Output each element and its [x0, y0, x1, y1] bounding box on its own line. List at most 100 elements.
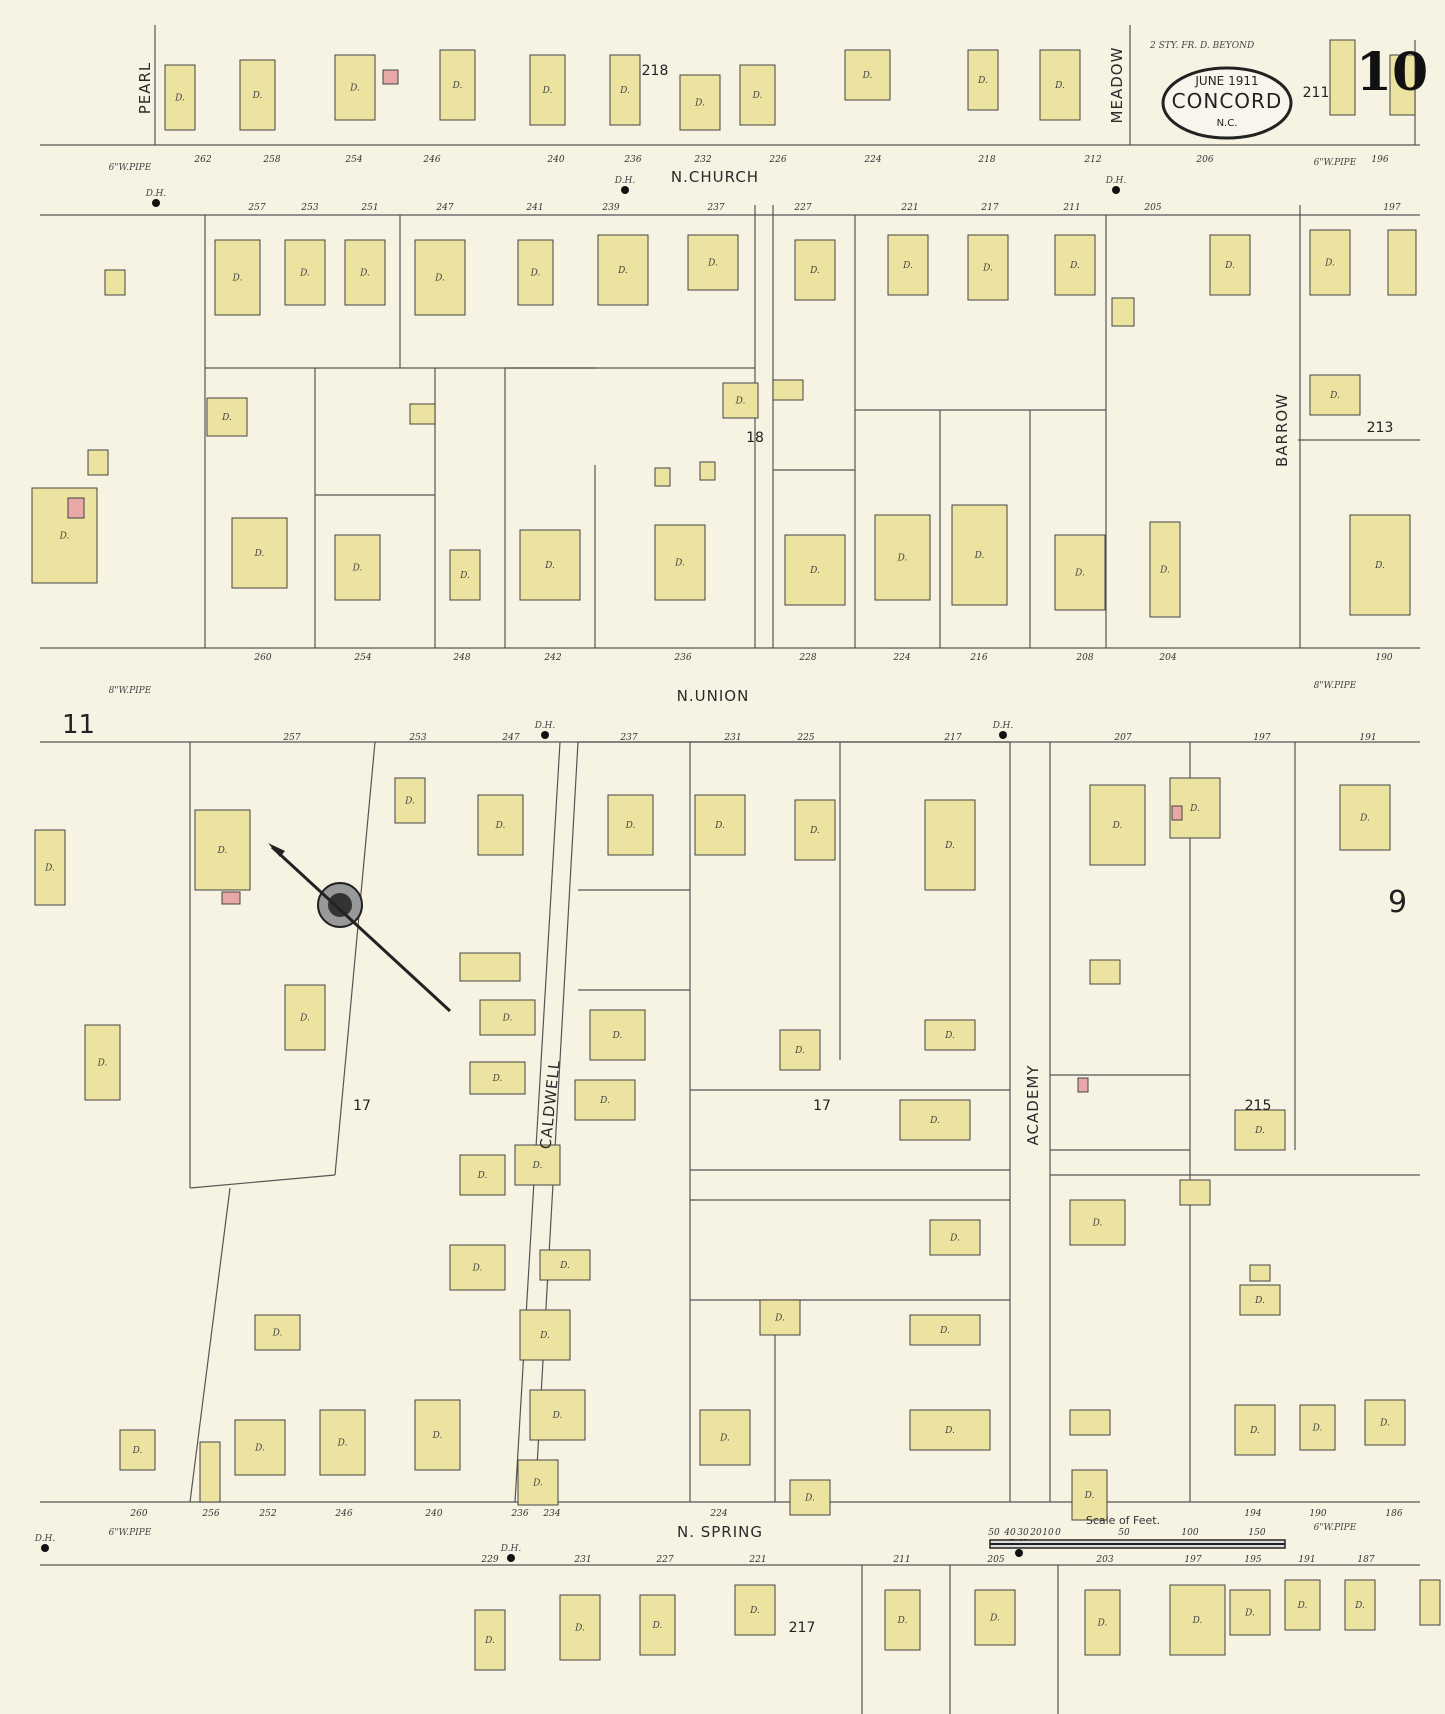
building-type-label: D. [809, 826, 820, 836]
building-type-label: D. [929, 1116, 940, 1126]
building-type-label: D. [359, 269, 370, 279]
house-number: 216 [969, 653, 987, 663]
block-line [334, 741, 376, 1176]
building [909, 1409, 991, 1451]
building [1054, 534, 1106, 611]
block-number: 218 [642, 63, 669, 79]
house-number: 257 [247, 203, 265, 213]
scale-tick-label: 100 [1181, 1528, 1198, 1538]
house-number: 240 [546, 155, 564, 165]
house-number: 231 [723, 733, 741, 743]
building-type-label: D. [707, 259, 718, 269]
building-type-label: D. [1112, 821, 1123, 831]
building-type-label: D. [1159, 566, 1170, 576]
street-name-academy: ACADEMY [1024, 1065, 1042, 1146]
house-number: 254 [353, 653, 371, 663]
hydrant-label: D.H. [500, 1544, 522, 1554]
building [1344, 1579, 1376, 1631]
building [334, 534, 381, 601]
building [874, 514, 931, 601]
house-number: 246 [334, 1509, 352, 1519]
fire-hydrant-icon [999, 731, 1007, 739]
building [164, 64, 196, 131]
building [967, 234, 1009, 301]
building-type-label: D. [1074, 569, 1085, 579]
block-lines [40, 25, 1420, 1714]
building [1234, 1109, 1286, 1151]
building [887, 234, 929, 296]
house-number: 224 [863, 155, 881, 165]
scale-tick-label: 40 [1003, 1528, 1016, 1538]
building [414, 239, 466, 316]
house-number: 211 [1062, 203, 1080, 213]
house-number: 221 [748, 1555, 766, 1565]
building-type-label: D. [804, 1494, 815, 1504]
block-number: 215 [1245, 1098, 1272, 1114]
house-number: 218 [977, 155, 995, 165]
hydrant-label: D.H. [992, 721, 1014, 731]
adjacent-sheet-west: 11 [62, 710, 95, 740]
house-number: 247 [501, 733, 519, 743]
house-number: 217 [943, 733, 961, 743]
building [1149, 521, 1181, 618]
sheet-number: 10 [1356, 42, 1428, 103]
building [1054, 234, 1096, 296]
building-type-label: D. [552, 1411, 563, 1421]
building [479, 999, 536, 1036]
house-number: 228 [798, 653, 816, 663]
street-name-meadow: MEADOW [1108, 47, 1126, 124]
house-number: 234 [542, 1509, 560, 1519]
building-type-label: D. [1254, 1296, 1265, 1306]
street-name-spring: N. SPRING [677, 1523, 763, 1541]
building [394, 777, 426, 824]
street-name-union: N.UNION [677, 687, 750, 705]
building [734, 1584, 776, 1636]
street-name-pearl: PEARL [136, 62, 154, 115]
block-number: 211 [1303, 85, 1330, 101]
building-type-label: D. [532, 1161, 543, 1171]
building [254, 1314, 301, 1351]
building [1249, 1264, 1271, 1282]
house-number: 248 [452, 653, 470, 663]
water-pipe-label: 8"W.PIPE [109, 686, 152, 696]
building-type-label: D. [897, 1616, 908, 1626]
building-type-label: D. [492, 1074, 503, 1084]
building [529, 54, 566, 126]
fire-hydrant-icon [507, 1554, 515, 1562]
water-pipe-label: 6"W.PIPE [1314, 1523, 1357, 1533]
house-number: 258 [262, 155, 280, 165]
hydrant-label: D.H. [1105, 176, 1127, 186]
fire-hydrant-icon [152, 199, 160, 207]
building-type-label: D. [1249, 1426, 1260, 1436]
building-type-label: D. [1329, 391, 1340, 401]
scale-tick-label: 50 [1118, 1528, 1130, 1538]
building [1234, 1404, 1276, 1456]
house-number: 256 [201, 1509, 219, 1519]
building [84, 1024, 121, 1101]
house-number: 229 [480, 1555, 498, 1565]
building [924, 799, 976, 891]
building [1229, 1589, 1271, 1636]
building [654, 467, 671, 487]
water-pipe-label: 6"W.PIPE [1314, 158, 1357, 168]
building [319, 1409, 366, 1476]
building [1039, 49, 1081, 121]
building [1089, 784, 1146, 866]
house-number: 247 [435, 203, 453, 213]
building [517, 239, 554, 306]
scale-title: Scale of Feet. [1086, 1514, 1160, 1527]
building-type-label: D. [652, 1621, 663, 1631]
building-type-label: D. [337, 1439, 348, 1449]
house-number: 236 [673, 653, 691, 663]
building-type-label: D. [612, 1031, 623, 1041]
building [1171, 805, 1183, 821]
building [759, 1299, 801, 1336]
building [284, 239, 326, 306]
house-number: 232 [693, 155, 711, 165]
building-type-label: D. [97, 1059, 108, 1069]
building-type-label: D. [977, 76, 988, 86]
building [1284, 1579, 1321, 1631]
building-type-label: D. [617, 266, 628, 276]
building-type-label: D. [752, 91, 763, 101]
